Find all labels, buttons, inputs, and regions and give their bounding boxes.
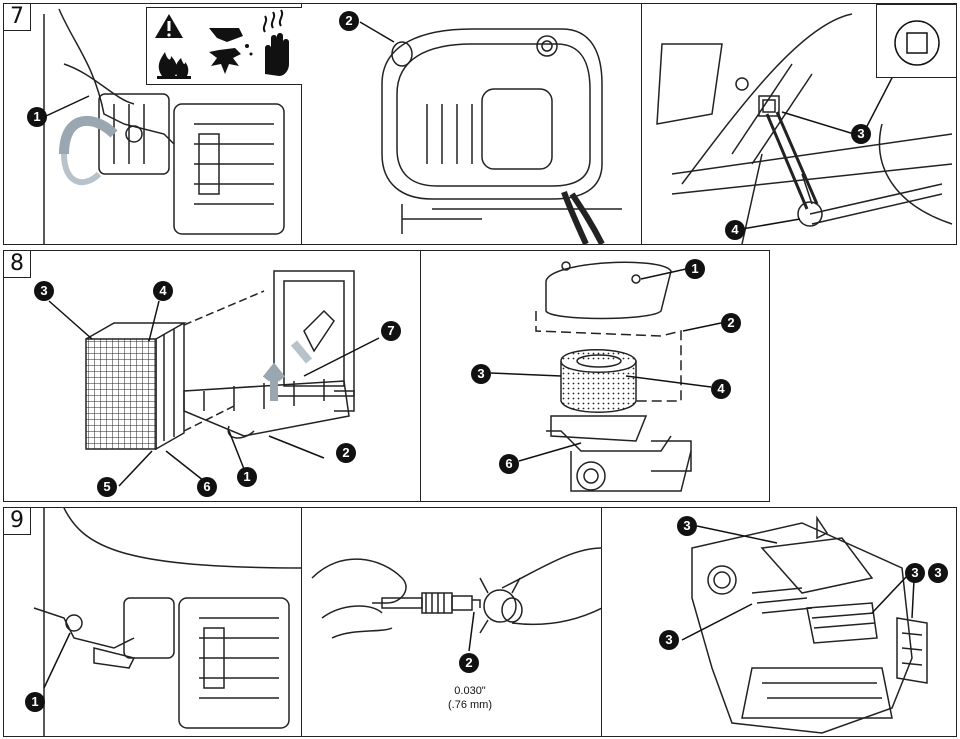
callout-1: 1 bbox=[25, 692, 45, 712]
explosion-icon bbox=[209, 28, 253, 74]
callout-3: 3 bbox=[471, 364, 491, 384]
foam-filter-illustration bbox=[535, 261, 692, 492]
callout-2: 2 bbox=[721, 313, 741, 333]
callout-1: 1 bbox=[685, 259, 705, 279]
leader-lines-8b bbox=[490, 268, 722, 462]
callout-3: 3 bbox=[34, 281, 54, 301]
leader-lines-9b bbox=[468, 611, 475, 652]
step-number-8: 8 bbox=[4, 251, 31, 278]
panel-8a: 8 3 4 7 2 1 5 bbox=[3, 250, 422, 502]
panel-9a: 9 1 bbox=[3, 507, 303, 737]
air-filter-removal-illustration bbox=[85, 270, 355, 451]
hot-surface-hand-icon bbox=[262, 9, 289, 76]
panel-7a: 7 bbox=[3, 3, 303, 245]
callout-7: 7 bbox=[381, 321, 401, 341]
panel-9b: 2 0.030" (.76 mm) bbox=[301, 507, 603, 737]
fuel-valve-illustration bbox=[33, 508, 302, 736]
callout-2: 2 bbox=[336, 443, 356, 463]
panel-8b: 1 2 3 4 6 bbox=[420, 250, 770, 502]
step-number-7: 7 bbox=[4, 4, 31, 31]
panel-7c: 3 4 bbox=[641, 3, 957, 245]
spark-plug-gap-illustration bbox=[311, 547, 602, 639]
warning-triangle-icon bbox=[155, 14, 183, 38]
leader-lines-8a bbox=[48, 300, 380, 487]
engine-shroud-illustration bbox=[381, 28, 622, 244]
callout-6: 6 bbox=[197, 477, 217, 497]
callout-4: 4 bbox=[725, 220, 745, 240]
callout-4: 4 bbox=[153, 281, 173, 301]
engine-fuel-line-illustration bbox=[43, 8, 285, 244]
leader-lines-7c bbox=[741, 73, 895, 230]
leader-lines-7b bbox=[359, 21, 395, 43]
callout-1: 1 bbox=[27, 107, 47, 127]
callout-6: 6 bbox=[499, 454, 519, 474]
callout-2: 2 bbox=[339, 11, 359, 31]
callout-3: 3 bbox=[905, 563, 925, 583]
gap-measurement-inches: 0.030" bbox=[454, 685, 486, 697]
fire-icon bbox=[157, 52, 191, 79]
leader-lines-9a bbox=[43, 632, 71, 689]
callout-3: 3 bbox=[851, 124, 871, 144]
warning-label bbox=[146, 7, 302, 85]
callout-3: 3 bbox=[677, 516, 697, 536]
blade-bolt-wrench-illustration bbox=[656, 13, 953, 244]
gap-measurement-mm: (.76 mm) bbox=[448, 699, 492, 711]
socket-inset-box bbox=[876, 4, 956, 78]
engine-cooling-fins-illustration bbox=[691, 515, 928, 734]
callout-2: 2 bbox=[459, 653, 479, 673]
callout-5: 5 bbox=[97, 477, 117, 497]
callout-3: 3 bbox=[928, 563, 948, 583]
leader-lines-7a bbox=[45, 95, 90, 117]
callout-3: 3 bbox=[659, 630, 679, 650]
callout-4: 4 bbox=[711, 379, 731, 399]
leader-lines-9c bbox=[681, 525, 915, 641]
step-number-9: 9 bbox=[4, 508, 31, 535]
panel-7b: 2 bbox=[301, 3, 643, 245]
panel-9c: 3 3 3 3 bbox=[601, 507, 957, 737]
callout-1: 1 bbox=[237, 467, 257, 487]
